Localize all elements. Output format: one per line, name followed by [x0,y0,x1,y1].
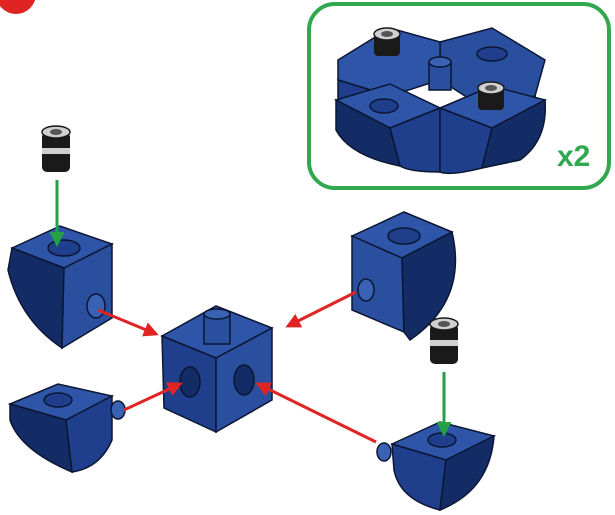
quarter-block-top-right [350,211,457,342]
quarter-block-bottom-right [376,421,497,512]
connector-pin-icon [477,81,505,110]
arrow-icon [123,382,183,412]
result-inset: x2 [307,2,611,190]
step-number-circle [0,0,36,14]
arrow-icon [285,290,357,328]
connector-pin-icon [41,125,71,172]
connector-pin-icon [429,317,459,364]
quarter-block-bottom-left [7,383,126,474]
multiplier-label: x2 [557,140,590,173]
quarter-block-top-left [7,225,114,350]
assembled-cluster [334,27,548,175]
connector-pin-icon [373,27,401,56]
center-cube [160,305,274,434]
arrow-icon [255,382,377,444]
arrow-icon [97,308,159,337]
